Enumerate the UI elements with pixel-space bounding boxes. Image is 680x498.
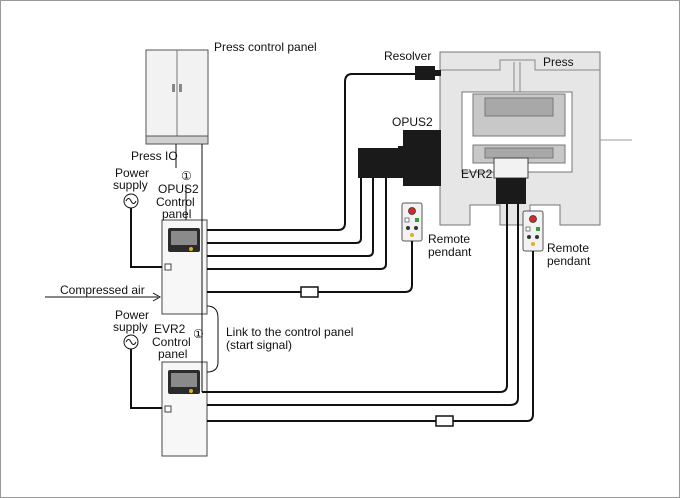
press-shaft xyxy=(513,62,521,92)
wire-power-supply-opus2 xyxy=(130,208,162,268)
evr2-circled-one: ① xyxy=(193,327,204,341)
remote-pendant-evr2-button-4 xyxy=(535,235,539,239)
evr2-control-panel xyxy=(161,361,208,457)
press-bolster-core xyxy=(484,147,554,159)
evr2-control-panel-label-line1: EVR2 xyxy=(154,322,186,336)
press-control-panel xyxy=(145,49,209,145)
link-to-control-panel-label: Link to the control panel (start signal) xyxy=(226,325,357,352)
press-control-panel-handle-right xyxy=(179,84,182,92)
wire-opus2-motor-3 xyxy=(207,178,387,270)
remote-pendant-evr2-emergency-button xyxy=(529,215,537,223)
wire-power-supply-evr2 xyxy=(130,349,162,409)
opus2-control-panel xyxy=(161,219,208,315)
resolver-label: Resolver xyxy=(384,49,431,63)
wire-opus2-pendant xyxy=(207,241,413,293)
press-label: Press xyxy=(543,55,574,69)
wire-link-control-panels xyxy=(206,305,219,373)
remote-pendant-opus2 xyxy=(401,202,423,242)
press: Press xyxy=(439,51,632,226)
power-supply-bottom-label-line2: supply xyxy=(113,320,148,334)
opus2-motor-connector xyxy=(358,148,398,178)
wire-evr2-pendant xyxy=(207,251,534,422)
remote-pendant-evr2-label-line1: Remote xyxy=(547,241,589,255)
opus2-motor xyxy=(358,130,441,186)
remote-pendant-evr2-button-1 xyxy=(525,226,531,232)
remote-pendant-evr2-button-3 xyxy=(527,235,531,239)
remote-pendant-opus2-label-line1: Remote xyxy=(428,232,470,246)
press-control-panel-base xyxy=(145,135,209,145)
power-supply-bottom-wave xyxy=(125,339,137,345)
press-slide-core xyxy=(484,97,554,117)
power-supply-top-label-line2: supply xyxy=(113,178,148,192)
wire-opus2-resolver xyxy=(207,73,415,231)
opus2-control-panel-label: OPUS2 Control panel xyxy=(156,182,202,221)
compressed-air-label: Compressed air xyxy=(60,283,145,297)
evr2-block xyxy=(493,157,529,179)
resolver xyxy=(415,66,435,80)
opus2-control-panel-label-line1: OPUS2 xyxy=(158,182,199,196)
remote-pendant-opus2-label: Remote pendant xyxy=(428,232,473,259)
remote-pendant-evr2-button-2 xyxy=(536,227,540,231)
press-io-circled-one: ① xyxy=(181,169,192,183)
power-supply-bottom-label: Power supply xyxy=(113,308,152,334)
power-supply-bottom-label-line1: Power xyxy=(115,308,149,322)
opus2-control-panel-port xyxy=(164,263,172,271)
remote-pendant-evr2-button-5 xyxy=(531,242,535,246)
evr2-control-panel-label-line2: Control xyxy=(152,335,191,349)
evr2-control-panel-label: EVR2 Control panel xyxy=(152,322,194,361)
press-top-channel xyxy=(440,59,600,71)
press-control-panel-label: Press control panel xyxy=(214,40,317,54)
remote-pendant-opus2-button-3 xyxy=(406,226,410,230)
remote-pendant-evr2 xyxy=(522,210,544,252)
opus2-motor-flange xyxy=(398,146,406,178)
evr2-pendant-cable-connector xyxy=(435,415,454,427)
power-supply-top-label: Power supply xyxy=(113,166,152,192)
resolver-shaft xyxy=(435,70,441,76)
power-supply-top-label-line1: Power xyxy=(115,166,149,180)
remote-pendant-opus2-emergency-button xyxy=(408,207,416,215)
evr2-control-panel-label-line3: panel xyxy=(158,347,187,361)
remote-pendant-opus2-button-4 xyxy=(414,226,418,230)
evr2-control-panel-display xyxy=(171,373,197,387)
remote-pendant-evr2-label: Remote pendant xyxy=(547,241,592,268)
power-supply-top-wave xyxy=(125,198,137,204)
evr2-motor xyxy=(496,178,526,204)
opus2-control-panel-indicator xyxy=(189,247,193,251)
wire-opus2-motor-1 xyxy=(207,178,362,244)
remote-pendant-opus2-button-2 xyxy=(415,218,419,222)
opus2-label: OPUS2 xyxy=(392,115,433,129)
link-to-control-panel-line1: Link to the control panel xyxy=(226,325,353,339)
opus2-motor-body xyxy=(403,130,441,186)
wire-evr2-motor xyxy=(207,204,519,406)
remote-pendant-opus2-button-1 xyxy=(404,217,410,223)
link-to-control-panel-line2: (start signal) xyxy=(226,338,292,352)
opus2-control-panel-label-line3: panel xyxy=(162,207,191,221)
press-io-label: Press IO xyxy=(131,149,178,163)
opus2-control-panel-display xyxy=(171,231,197,245)
compressed-air-arrow-head xyxy=(152,292,162,302)
wire-opus2-motor-2 xyxy=(207,178,374,257)
remote-pendant-opus2-button-5 xyxy=(410,233,414,237)
press-control-panel-handle-left xyxy=(172,84,175,92)
evr2-control-panel-indicator xyxy=(189,389,193,393)
opus2-pendant-cable-connector xyxy=(300,286,319,298)
wire-evr2-press-panel xyxy=(202,204,508,393)
remote-pendant-evr2-label-line2: pendant xyxy=(547,254,591,268)
evr2-label: EVR2 xyxy=(461,167,493,181)
opus2-control-panel-label-line2: Control xyxy=(156,195,195,209)
evr2-control-panel-port xyxy=(164,405,172,413)
remote-pendant-opus2-label-line2: pendant xyxy=(428,245,472,259)
